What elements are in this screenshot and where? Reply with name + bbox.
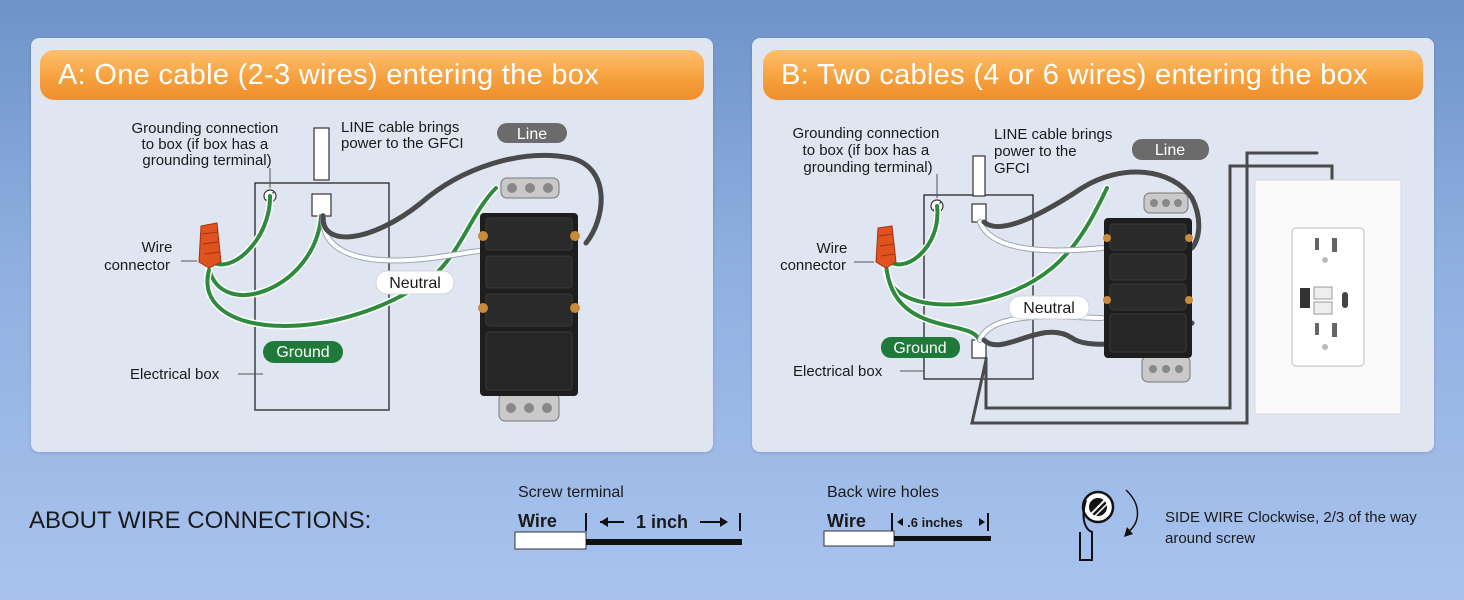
svg-text:.6 inches: .6 inches bbox=[907, 515, 963, 530]
clockwise-arrow-icon bbox=[1079, 489, 1139, 561]
line-pill: Line bbox=[497, 123, 567, 143]
neutral-pill: Neutral bbox=[1008, 295, 1090, 320]
panel-b: B: Two cables (4 or 6 wires) entering th… bbox=[752, 38, 1434, 452]
gfci-receptacle-icon bbox=[478, 177, 580, 422]
svg-text:1 inch: 1 inch bbox=[636, 512, 688, 532]
panel-a-title: A: One cable (2-3 wires) entering the bo… bbox=[40, 50, 704, 100]
svg-text:Wire: Wire bbox=[518, 511, 557, 531]
back-wire-holes-title: Back wire holes bbox=[827, 484, 940, 501]
svg-text:Ground: Ground bbox=[276, 344, 329, 361]
line-cable-label: LINE cable brings power to the GFCI bbox=[341, 119, 464, 152]
cable-entry-top bbox=[972, 155, 986, 197]
back-wire-gauge: Wire .6 inches bbox=[823, 511, 991, 547]
grounding-label: Grounding connection to box (if box has … bbox=[132, 120, 283, 169]
panel-b-diagram: Grounding connection to box (if box has … bbox=[780, 125, 1402, 425]
side-wire-instructions: SIDE WIRE Clockwise, 2/3 of the way arou… bbox=[1165, 509, 1417, 547]
svg-text:Line: Line bbox=[1155, 142, 1185, 159]
svg-text:Neutral: Neutral bbox=[389, 275, 441, 292]
screw-terminal-title: Screw terminal bbox=[518, 484, 624, 501]
svg-text:Neutral: Neutral bbox=[1023, 300, 1075, 317]
panel-a-diagram: Grounding connection to box (if box has … bbox=[104, 119, 604, 422]
svg-text:Line: Line bbox=[517, 126, 547, 143]
wall-plate-icon bbox=[1254, 179, 1402, 415]
screw-terminal-gauge: Wire 1 inch bbox=[514, 511, 742, 550]
ground-pill: Ground bbox=[881, 337, 960, 358]
panel-b-title: B: Two cables (4 or 6 wires) entering th… bbox=[763, 50, 1423, 100]
svg-text:Ground: Ground bbox=[893, 340, 946, 357]
panel-a: A: One cable (2-3 wires) entering the bo… bbox=[31, 38, 713, 452]
neutral-pill: Neutral bbox=[375, 270, 455, 295]
grounding-label: Grounding connection to box (if box has … bbox=[793, 125, 944, 176]
electrical-box-label: Electrical box bbox=[793, 363, 883, 380]
about-wire-connections-title: ABOUT WIRE CONNECTIONS: bbox=[29, 507, 372, 534]
gfci-receptacle-icon bbox=[1103, 192, 1193, 383]
electrical-box-label: Electrical box bbox=[130, 366, 220, 383]
line-cable-label: LINE cable brings power to the GFCI bbox=[994, 126, 1117, 177]
wire-connector-label: Wire connector bbox=[104, 239, 176, 274]
wire-connector-icon bbox=[198, 222, 222, 269]
wire-connector-icon bbox=[875, 225, 897, 269]
wire-connector-label: Wire connector bbox=[780, 240, 851, 274]
cable-entry bbox=[313, 127, 330, 181]
ground-pill: Ground bbox=[263, 341, 343, 363]
svg-text:Wire: Wire bbox=[827, 511, 866, 531]
line-pill: Line bbox=[1132, 139, 1209, 160]
